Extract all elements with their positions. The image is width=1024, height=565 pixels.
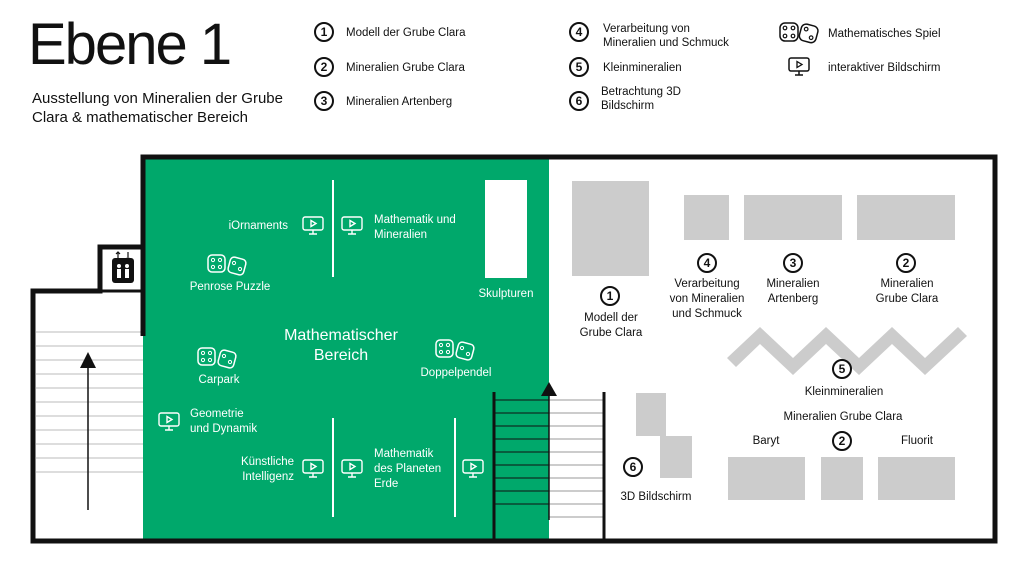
stairs-left	[36, 331, 143, 473]
label-geometrie: Geometrie und Dynamik	[190, 408, 258, 435]
screen-icon-planet	[341, 459, 363, 478]
dice-icon-penrose	[207, 254, 247, 276]
legend-label-3: Mineralien Artenberg	[346, 96, 453, 108]
label-penrose: Penrose Puzzle	[189, 281, 271, 293]
legend-number-4: 4	[569, 22, 589, 42]
legend-label-game: Mathematisches Spiel	[828, 28, 941, 40]
marker-4: 4	[697, 253, 717, 273]
screen-icon-geometrie	[158, 412, 180, 431]
exhibits	[572, 181, 967, 500]
page-subtitle: Ausstellung von Mineralien der Grube Cla…	[32, 90, 283, 126]
screen-icon	[788, 57, 810, 76]
marker-5: 5	[832, 359, 852, 379]
stairs-middle-light	[549, 399, 604, 518]
label-carpark: Carpark	[198, 374, 240, 386]
label-planet: Mathematik des Planeten Erde	[374, 448, 442, 490]
marker-1: 1	[600, 286, 620, 306]
legend-label-screen: interaktiver Bildschirm	[828, 62, 941, 74]
label-bildschirm: 3D Bildschirm	[620, 491, 692, 503]
dice-icon	[779, 22, 819, 44]
page-title: Ebene 1	[28, 12, 232, 77]
sculpture-plinth	[485, 180, 527, 278]
label-doppelpendel: Doppelpendel	[420, 367, 492, 379]
legend-number-6: 6	[569, 91, 589, 111]
label-artenberg: Mineralien Artenberg	[766, 278, 820, 305]
dice-icon-doppelpendel	[435, 339, 475, 361]
label-ki: Künstliche Intelligenz	[240, 456, 294, 483]
stairs-middle	[494, 399, 549, 505]
label-skulpturen: Skulpturen	[478, 288, 534, 300]
screen-icon-iornaments	[302, 216, 324, 235]
screen-icon-math-minerals	[341, 216, 363, 235]
label-klein: Kleinmineralien	[804, 386, 884, 398]
elevator-icon	[112, 251, 134, 283]
label-baryt: Baryt	[752, 435, 780, 447]
screen-icon-planet-right	[462, 459, 484, 478]
legend-label-2: Mineralien Grube Clara	[346, 62, 465, 74]
marker-2-top: 2	[896, 253, 916, 273]
marker-2-bottom: 2	[832, 431, 852, 451]
legend-label-5: Kleinmineralien	[603, 62, 682, 74]
label-fluorit: Fluorit	[901, 435, 933, 447]
walls	[30, 154, 998, 544]
marker-6: 6	[623, 457, 643, 477]
legend-label-1: Modell der Grube Clara	[346, 27, 466, 39]
legend-label-6: Betrachtung 3D Bildschirm	[601, 86, 681, 112]
label-modell: Modell der Grube Clara	[579, 312, 643, 339]
label-verarbeitung: Verarbeitung von Mineralien und Schmuck	[669, 278, 745, 320]
marker-3: 3	[783, 253, 803, 273]
legend-number-5: 5	[569, 57, 589, 77]
legend-number-1: 1	[314, 22, 334, 42]
label-grube-top: Mineralien Grube Clara	[875, 278, 939, 305]
dice-icon-carpark	[197, 347, 237, 369]
label-iornaments: iOrnaments	[228, 220, 288, 232]
math-area	[143, 157, 549, 541]
legend-number-2: 2	[314, 57, 334, 77]
screen-icon-ki	[302, 459, 324, 478]
legend-number-3: 3	[314, 91, 334, 111]
label-math-minerals: Mathematik und Mineralien	[374, 214, 456, 241]
label-grube-bottom: Mineralien Grube Clara	[783, 411, 903, 423]
math-area-title: Mathematischer Bereich	[284, 327, 398, 364]
legend-label-4: Verarbeitung von Mineralien und Schmuck	[603, 23, 729, 49]
